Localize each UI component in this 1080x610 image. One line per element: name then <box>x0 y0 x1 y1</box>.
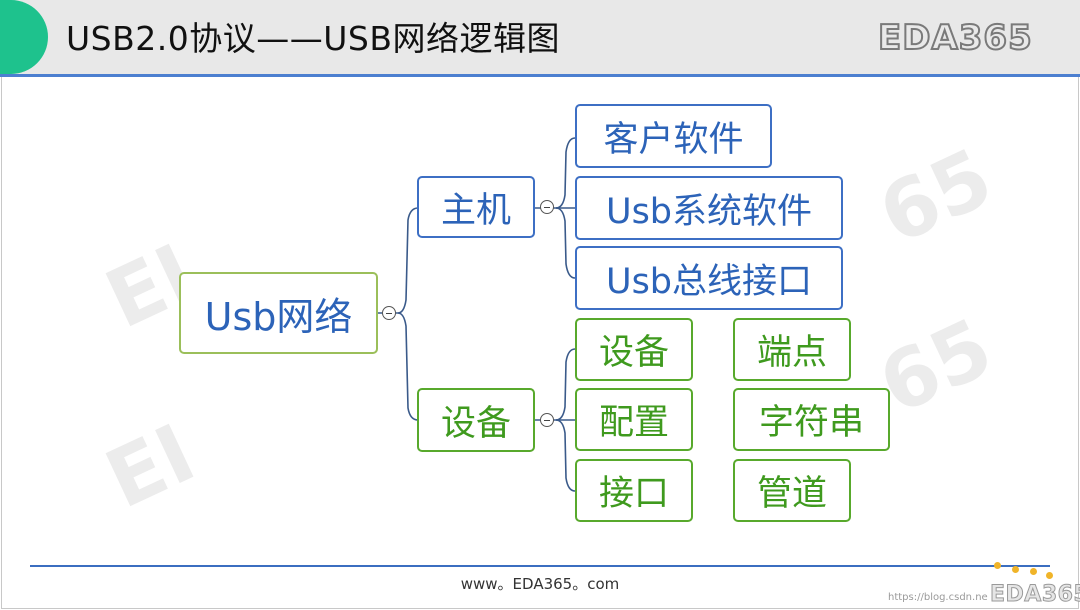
credit-url: https://blog.csdn.ne <box>888 592 988 603</box>
device-child-pipe[interactable]: 管道 <box>733 459 851 522</box>
collapse-root-icon[interactable] <box>382 306 396 320</box>
footer-divider <box>30 565 1050 567</box>
title-bar: USB2.0协议——USB网络逻辑图 EDA365 <box>0 0 1080 77</box>
branch-node-device[interactable]: 设备 <box>417 388 535 452</box>
device-child-string[interactable]: 字符串 <box>733 388 890 451</box>
corner-eda365-logo: EDA365 <box>989 582 1080 608</box>
device-child-device[interactable]: 设备 <box>575 318 693 381</box>
collapse-device-icon[interactable] <box>540 413 554 427</box>
slide-title: USB2.0协议——USB网络逻辑图 <box>66 19 560 58</box>
branch-node-host[interactable]: 主机 <box>417 176 535 238</box>
eda365-logo: EDA365 <box>877 17 1033 59</box>
root-node-usb-network[interactable]: Usb网络 <box>179 272 378 354</box>
host-child-client-software[interactable]: 客户软件 <box>575 104 772 168</box>
device-child-endpoint[interactable]: 端点 <box>733 318 851 381</box>
footer-url: www。EDA365。com <box>460 575 620 593</box>
device-child-interface[interactable]: 接口 <box>575 459 693 522</box>
collapse-host-icon[interactable] <box>540 200 554 214</box>
host-child-usb-system-software[interactable]: Usb系统软件 <box>575 176 843 240</box>
host-child-usb-bus-interface[interactable]: Usb总线接口 <box>575 246 843 310</box>
device-child-configuration[interactable]: 配置 <box>575 388 693 451</box>
